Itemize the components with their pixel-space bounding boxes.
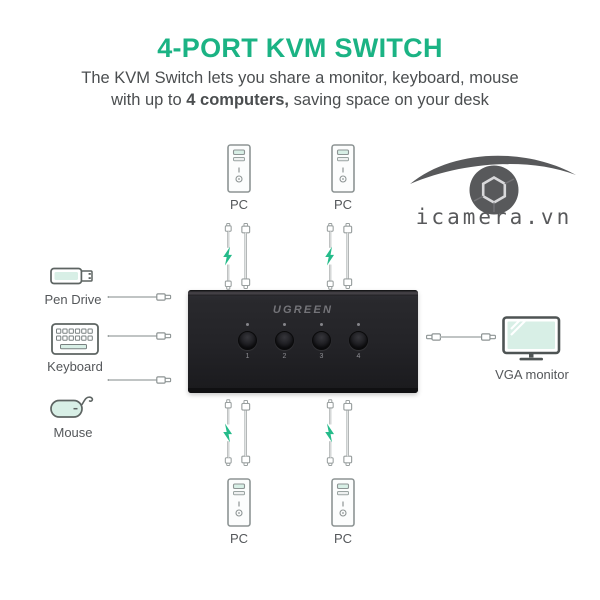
lightning-icon <box>325 246 335 266</box>
kvm-switch: UGREEN 1 2 3 4 <box>188 290 418 393</box>
pc-label: PC <box>333 197 353 212</box>
port-number: 4 <box>356 353 361 360</box>
subtitle-line2-suffix: saving space on your desk <box>288 90 489 109</box>
pen-drive-icon <box>50 267 93 285</box>
pen-drive: Pen Drive <box>28 264 118 307</box>
pc-label: PC <box>333 531 353 546</box>
keyboard-label: Keyboard <box>47 359 103 374</box>
pc-bottom-left: PC <box>194 478 284 546</box>
pc-tower-icon <box>331 144 355 193</box>
mouse-label: Mouse <box>53 425 93 440</box>
page-title: 4-PORT KVM SWITCH <box>157 33 443 63</box>
pc-label: PC <box>229 197 249 212</box>
subtitle: The KVM Switch lets you share a monitor,… <box>0 68 600 111</box>
led-indicator <box>246 323 249 326</box>
port-number: 1 <box>245 353 250 360</box>
lightning-icon <box>223 246 233 266</box>
keyboard-cable-icon <box>107 332 172 340</box>
subtitle-line2: with up to 4 computers, saving space on … <box>0 90 600 112</box>
port-buttons: 1 2 3 4 <box>238 323 368 360</box>
pc-tower-icon <box>227 478 251 527</box>
led-indicator <box>283 323 286 326</box>
mouse-cable-icon <box>107 376 172 384</box>
port-2: 2 <box>275 323 294 360</box>
port-select-button <box>238 331 257 350</box>
subtitle-line1: The KVM Switch lets you share a monitor,… <box>81 69 519 87</box>
subtitle-line2-prefix: with up to <box>111 90 187 109</box>
pc-bottom-right: PC <box>298 478 388 546</box>
pc-top-right: PC <box>298 144 388 212</box>
port-number: 2 <box>282 353 287 360</box>
keyboard: Keyboard <box>30 323 120 374</box>
brand-logo: UGREEN <box>272 304 334 316</box>
led-indicator <box>357 323 360 326</box>
port-select-button <box>349 331 368 350</box>
port-4: 4 <box>349 323 368 360</box>
mouse: Mouse <box>28 391 118 440</box>
lightning-icon <box>223 423 233 443</box>
cable-pair-bottom-right <box>325 399 353 466</box>
port-3: 3 <box>312 323 331 360</box>
subtitle-line2-bold: 4 computers, <box>186 90 289 109</box>
cable-pair-top-right <box>325 223 353 290</box>
pen-drive-cable-icon <box>107 293 172 301</box>
vga-monitor: VGA monitor <box>487 316 577 382</box>
lightning-icon <box>325 423 335 443</box>
led-indicator <box>320 323 323 326</box>
cable-pair-top-left <box>223 223 251 290</box>
pc-tower-icon <box>227 144 251 193</box>
cable-pair-bottom-left <box>223 399 251 466</box>
pc-top-left: PC <box>194 144 284 212</box>
pc-label: PC <box>229 531 249 546</box>
monitor-cable-icon <box>426 333 496 341</box>
port-select-button <box>275 331 294 350</box>
port-select-button <box>312 331 331 350</box>
monitor-icon <box>502 316 561 361</box>
pc-tower-icon <box>331 478 355 527</box>
port-number: 3 <box>319 353 324 360</box>
watermark-text: icamera.vn <box>416 205 572 229</box>
port-1: 1 <box>238 323 257 360</box>
mouse-icon <box>50 396 94 418</box>
watermark-logo: icamera.vn <box>410 155 576 229</box>
pen-drive-label: Pen Drive <box>44 292 102 307</box>
monitor-label: VGA monitor <box>495 367 569 382</box>
keyboard-icon <box>51 323 99 355</box>
